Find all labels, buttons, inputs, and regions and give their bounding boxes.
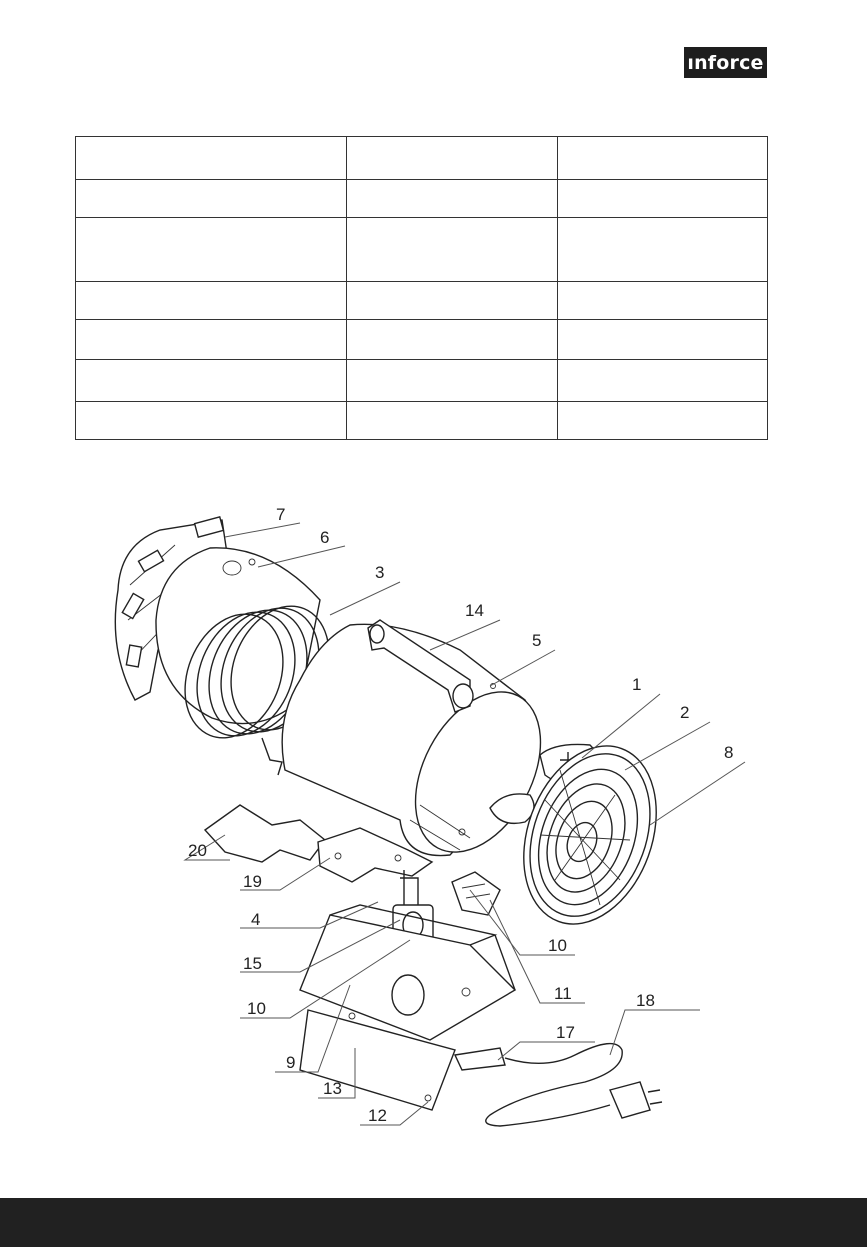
base-housing-part [299, 904, 517, 1041]
table-row [75, 359, 768, 402]
table-cell [557, 401, 768, 440]
front-grille-part [523, 745, 657, 925]
spec-table [75, 136, 768, 440]
callout-6: 6 [320, 528, 329, 547]
table-cell [75, 217, 347, 282]
callout-5: 5 [532, 631, 541, 650]
callout-4: 4 [251, 910, 260, 929]
table-cell [557, 179, 768, 218]
footer-bar [0, 1198, 867, 1247]
table-cell [346, 136, 558, 180]
handle-part [367, 619, 474, 713]
table-row [75, 136, 768, 180]
callout-1: 1 [632, 675, 641, 694]
callout-11: 11 [554, 984, 572, 1003]
callout-20: 20 [188, 841, 207, 860]
callout-10-base: 10 [247, 999, 266, 1018]
table-row [75, 217, 768, 282]
callout-12: 12 [368, 1106, 387, 1125]
callout-13: 13 [323, 1079, 342, 1098]
callout-3: 3 [375, 563, 384, 582]
callout-19: 19 [243, 872, 262, 891]
callout-10-control: 10 [548, 936, 567, 955]
leader-lines [183, 522, 746, 1126]
table-cell [75, 359, 347, 402]
table-cell [346, 179, 558, 218]
callout-8: 8 [724, 743, 733, 762]
table-cell [557, 281, 768, 320]
table-cell [346, 359, 558, 402]
callout-18: 18 [636, 991, 655, 1010]
control-unit-part [451, 871, 501, 916]
table-cell [75, 401, 347, 440]
table-cell [346, 217, 558, 282]
bottom-plate-part [299, 1009, 456, 1111]
table-cell [557, 136, 768, 180]
table-cell [557, 319, 768, 360]
callout-15: 15 [243, 954, 262, 973]
table-cell [346, 319, 558, 360]
logo-text: ınforce [687, 51, 764, 74]
table-cell [557, 217, 768, 282]
table-cell [346, 401, 558, 440]
table-cell [557, 359, 768, 402]
table-cell [346, 281, 558, 320]
callout-17: 17 [556, 1023, 575, 1042]
table-cell [75, 136, 347, 180]
callout-2: 2 [680, 703, 689, 722]
callout-9: 9 [286, 1053, 295, 1072]
table-cell [75, 179, 347, 218]
callout-7: 7 [276, 505, 285, 524]
brand-logo: ınforce [684, 47, 767, 78]
table-row [75, 319, 768, 360]
exploded-view-diagram: 7 6 3 14 5 1 2 8 20 19 4 15 10 10 11 9 1… [114, 505, 746, 1127]
table-cell [75, 319, 347, 360]
bracket-plate-part [203, 804, 326, 863]
power-cord-part [453, 1042, 663, 1127]
callout-14: 14 [465, 601, 484, 620]
table-cell [75, 281, 347, 320]
table-row [75, 179, 768, 218]
table-row [75, 401, 768, 440]
mounting-plate-part [317, 827, 434, 883]
table-row [75, 281, 768, 320]
